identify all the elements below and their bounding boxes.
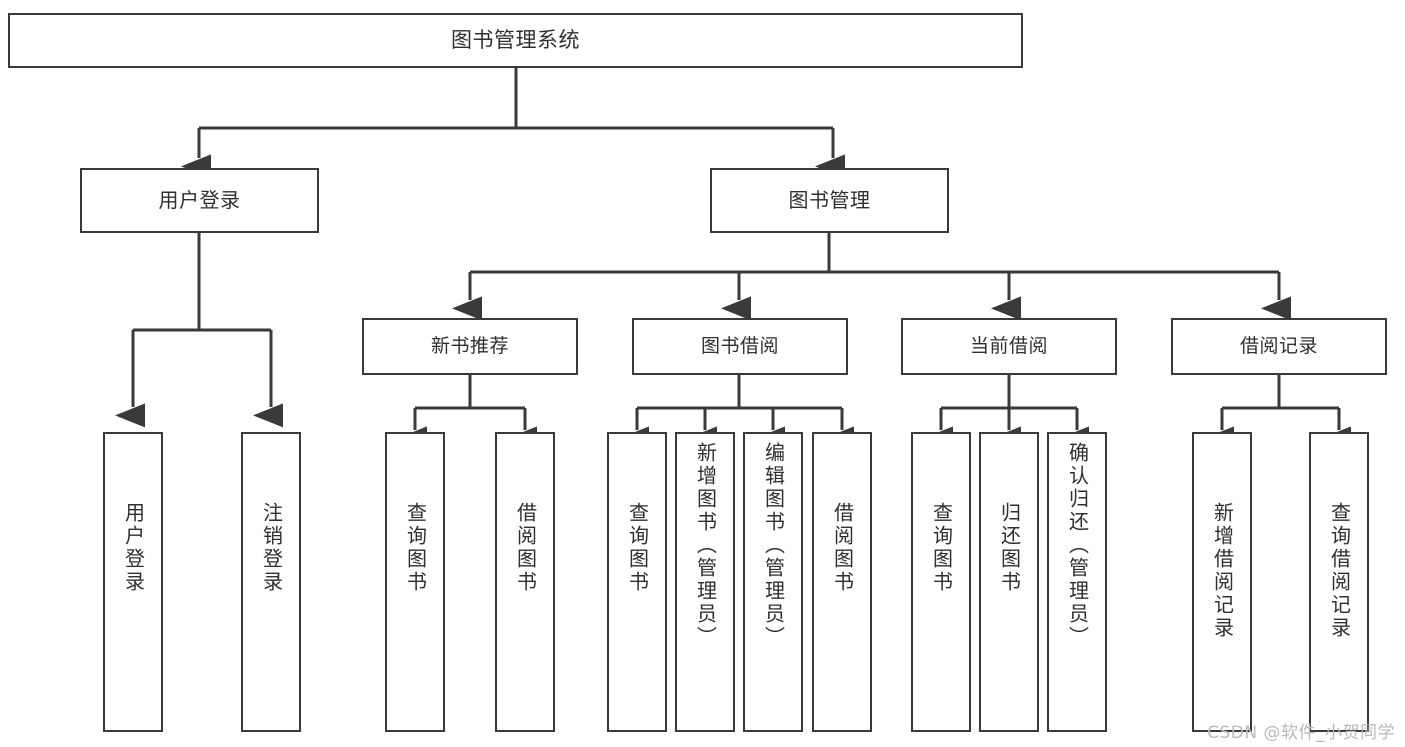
- leaf-edit-book[interactable]: 编辑图书（管理员）: [743, 432, 803, 732]
- leaf-confirm-return[interactable]: 确认归还（管理员）: [1047, 432, 1107, 732]
- leaf-add-record-label: 新增借阅记录: [1210, 502, 1235, 640]
- node-root-label: 图书管理系统: [451, 28, 580, 53]
- leaf-add-book[interactable]: 新增图书（管理员）: [675, 432, 735, 732]
- node-borrow-record[interactable]: 借阅记录: [1171, 318, 1387, 375]
- leaf-return-book[interactable]: 归还图书: [979, 432, 1039, 732]
- leaf-user-login[interactable]: 用户登录: [103, 432, 163, 732]
- leaf-query-record[interactable]: 查询借阅记录: [1309, 432, 1369, 732]
- leaf-query-book-2-label: 查询图书: [625, 502, 650, 594]
- leaf-query-record-label: 查询借阅记录: [1327, 502, 1352, 640]
- leaf-add-book-label: 新增图书（管理员）: [693, 442, 718, 649]
- leaf-logout-login[interactable]: 注销登录: [241, 432, 301, 732]
- node-current-borrow-label: 当前借阅: [969, 334, 1048, 357]
- leaf-query-book-3-label: 查询图书: [929, 502, 954, 594]
- watermark: CSDN @软件_小贺同学: [1207, 723, 1395, 743]
- node-new-book-recommend[interactable]: 新书推荐: [362, 318, 578, 375]
- leaf-borrow-book-2[interactable]: 借阅图书: [812, 432, 872, 732]
- node-book-borrow-label: 图书借阅: [700, 334, 779, 357]
- leaf-borrow-book-1-label: 借阅图书: [513, 502, 538, 594]
- node-current-borrow[interactable]: 当前借阅: [901, 318, 1117, 375]
- leaf-logout-login-label: 注销登录: [259, 502, 284, 594]
- node-user-login-label: 用户登录: [158, 188, 241, 212]
- leaf-return-book-label: 归还图书: [997, 502, 1022, 594]
- leaf-edit-book-label: 编辑图书（管理员）: [761, 442, 786, 649]
- node-new-book-recommend-label: 新书推荐: [430, 334, 509, 357]
- leaf-confirm-return-label: 确认归还（管理员）: [1065, 442, 1090, 649]
- leaf-borrow-book-1[interactable]: 借阅图书: [495, 432, 555, 732]
- leaf-query-book-3[interactable]: 查询图书: [911, 432, 971, 732]
- leaf-user-login-label: 用户登录: [121, 502, 146, 594]
- node-root[interactable]: 图书管理系统: [8, 13, 1023, 68]
- node-user-login[interactable]: 用户登录: [80, 168, 319, 233]
- node-borrow-record-label: 借阅记录: [1239, 334, 1318, 357]
- node-book-borrow[interactable]: 图书借阅: [632, 318, 848, 375]
- leaf-query-book-1-label: 查询图书: [403, 502, 428, 594]
- leaf-query-book-1[interactable]: 查询图书: [385, 432, 445, 732]
- leaf-borrow-book-2-label: 借阅图书: [830, 502, 855, 594]
- leaf-query-book-2[interactable]: 查询图书: [607, 432, 667, 732]
- node-book-management[interactable]: 图书管理: [710, 168, 949, 233]
- leaf-add-record[interactable]: 新增借阅记录: [1192, 432, 1252, 732]
- node-book-management-label: 图书管理: [788, 188, 871, 212]
